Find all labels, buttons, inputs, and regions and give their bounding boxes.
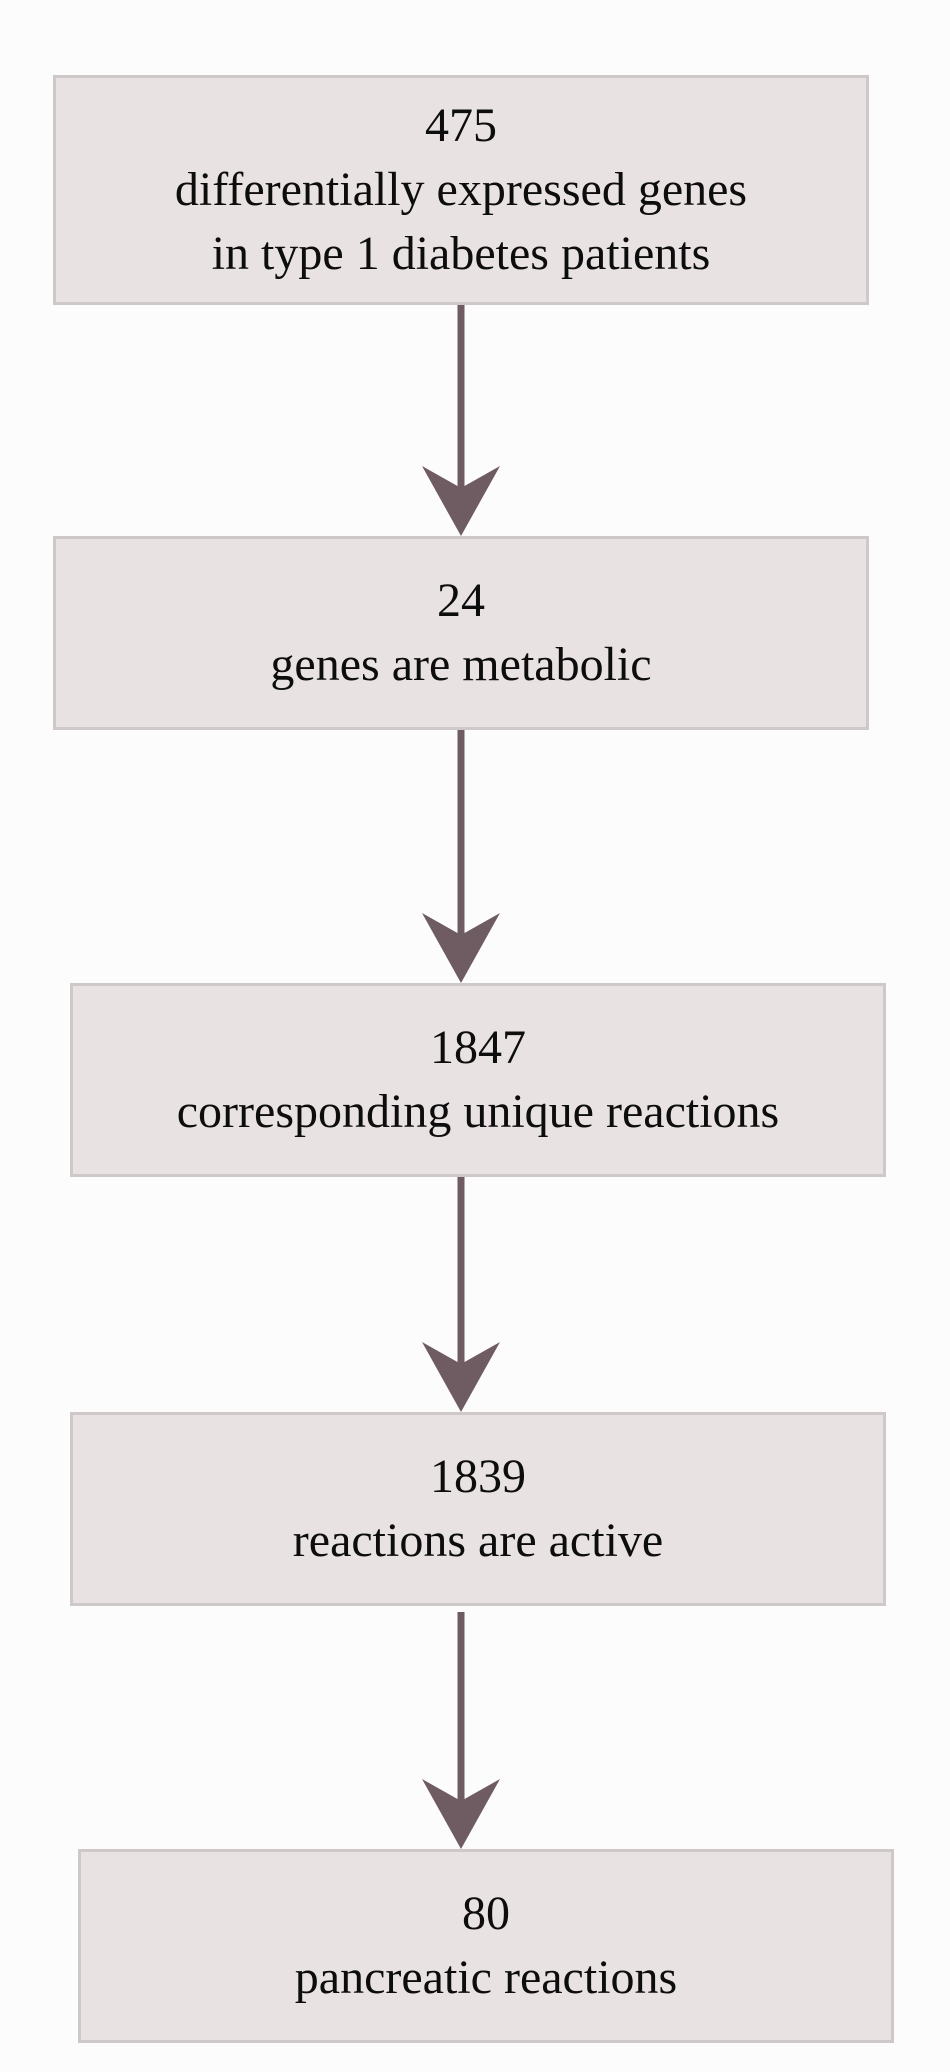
box-count: 1847 bbox=[430, 1021, 526, 1074]
flow-box-differential-genes: 475 differentially expressed genes in ty… bbox=[53, 75, 869, 305]
arrow-head bbox=[422, 1779, 500, 1849]
arrow-head bbox=[422, 466, 500, 536]
box-description: genes are metabolic bbox=[270, 638, 652, 691]
box-description: differentially expressed genes in type 1… bbox=[174, 163, 748, 280]
box-description: pancreatic reactions bbox=[294, 1951, 678, 2004]
box-count: 80 bbox=[462, 1887, 510, 1940]
flow-box-unique-reactions: 1847 corresponding unique reactions bbox=[70, 983, 886, 1177]
flow-box-active-reactions: 1839 reactions are active bbox=[70, 1412, 886, 1606]
box-description: reactions are active bbox=[292, 1514, 664, 1567]
arrow-3 bbox=[422, 1177, 500, 1412]
flow-box-pancreatic-reactions: 80 pancreatic reactions bbox=[78, 1849, 894, 2043]
box-count: 1839 bbox=[430, 1450, 526, 1503]
box-description: corresponding unique reactions bbox=[176, 1085, 780, 1138]
arrow-1 bbox=[422, 305, 500, 536]
arrow-4 bbox=[422, 1612, 500, 1849]
flow-box-metabolic-genes: 24 genes are metabolic bbox=[53, 536, 869, 730]
box-count: 475 bbox=[425, 99, 497, 152]
arrow-2 bbox=[422, 730, 500, 983]
arrow-head bbox=[422, 913, 500, 983]
arrow-head bbox=[422, 1342, 500, 1412]
box-count: 24 bbox=[437, 574, 485, 627]
